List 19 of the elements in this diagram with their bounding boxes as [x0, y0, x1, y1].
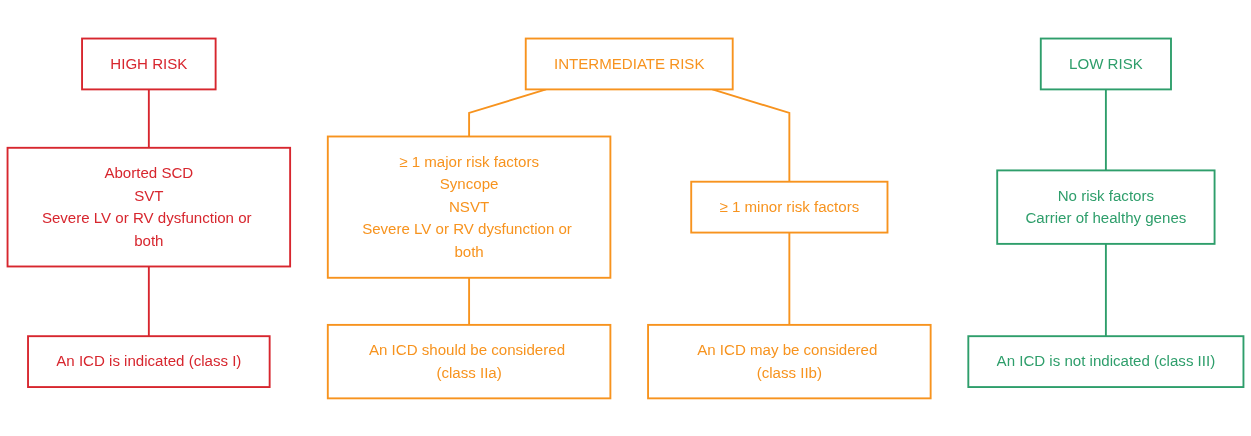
connector	[788, 231, 791, 326]
node-box: An ICD is indicated (class I)	[27, 334, 271, 388]
connector	[468, 88, 548, 137]
node-box: An ICD should be considered (class IIa)	[326, 323, 612, 399]
connector	[468, 276, 471, 326]
node-box: No risk factors Carrier of healthy genes	[996, 169, 1216, 245]
node-box: HIGH RISK	[81, 37, 217, 90]
connector	[147, 265, 150, 337]
node-box: ≥ 1 minor risk factors	[690, 180, 889, 234]
node-box: Aborted SCD SVT Severe LV or RV dysfunction or both	[6, 146, 292, 267]
connector	[1104, 242, 1107, 337]
node-box: LOW RISK	[1039, 37, 1172, 90]
connector	[147, 88, 150, 149]
node-box: An ICD may be considered (class IIb)	[647, 323, 932, 399]
node-box: INTERMEDIATE RISK	[524, 37, 734, 90]
connector	[711, 88, 791, 183]
connector	[1104, 88, 1107, 171]
node-box: An ICD is not indicated (class III)	[967, 334, 1245, 388]
node-box: ≥ 1 major risk factors Syncope NSVT Severe LV or RV dysfunction or both	[326, 135, 612, 279]
